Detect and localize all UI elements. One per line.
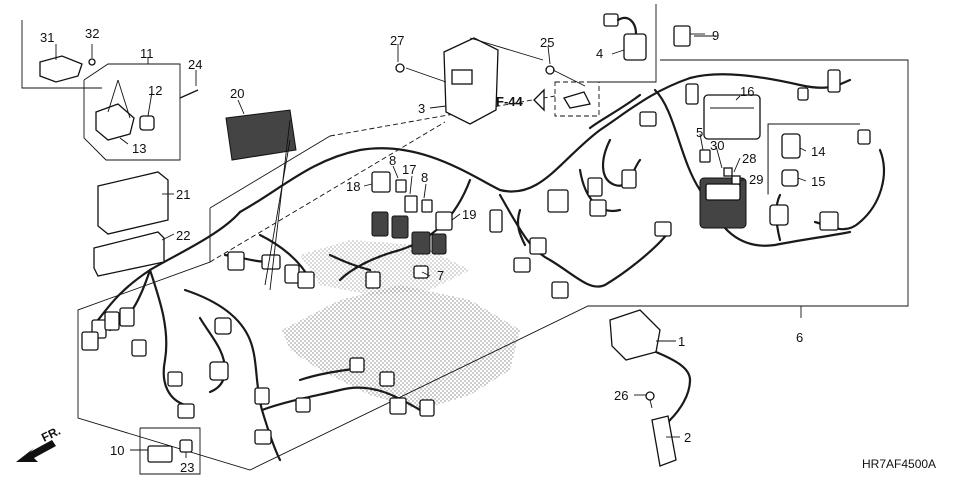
callout-4: 4 — [596, 46, 603, 61]
callout-14: 14 — [811, 144, 825, 159]
callout-15: 15 — [811, 174, 825, 189]
callout-labels: 31 32 11 12 13 24 20 21 22 27 3 25 4 9 1… — [40, 26, 825, 475]
callout-24: 24 — [188, 57, 202, 72]
callout-23: 23 — [180, 460, 194, 475]
fuse-box-parts — [699, 94, 860, 229]
reference-label: F-44 — [496, 94, 524, 109]
leader-lines — [55, 35, 807, 458]
callout-28: 28 — [742, 151, 756, 166]
callout-13: 13 — [132, 141, 146, 156]
callout-30: 30 — [710, 138, 724, 153]
callout-5: 5 — [696, 125, 703, 140]
main-wire-harness — [96, 73, 885, 462]
callout-3: 3 — [418, 101, 425, 116]
callout-21: 21 — [176, 187, 190, 202]
callout-16: 16 — [740, 84, 754, 99]
callout-9: 9 — [712, 28, 719, 43]
harness-group-outline — [77, 59, 909, 471]
callout-2: 2 — [684, 430, 691, 445]
ecm-unit — [395, 37, 544, 125]
callout-19: 19 — [462, 207, 476, 222]
callout-8-upper: 8 — [389, 153, 396, 168]
frame-silhouette — [282, 240, 520, 410]
upper-left-parts — [21, 20, 199, 161]
harness-connectors — [81, 69, 871, 445]
callout-27: 27 — [390, 33, 404, 48]
top-right-parts — [590, 4, 705, 83]
ignition-coil-parts — [609, 309, 692, 467]
callout-22: 22 — [176, 228, 190, 243]
callout-20: 20 — [230, 86, 244, 101]
front-direction-arrow — [16, 440, 56, 462]
callout-25: 25 — [540, 35, 554, 50]
bottom-left-parts — [139, 427, 201, 475]
callout-12: 12 — [148, 83, 162, 98]
reference-box — [533, 65, 600, 117]
callout-26: 26 — [614, 388, 628, 403]
callout-6: 6 — [796, 330, 803, 345]
callout-17: 17 — [402, 162, 416, 177]
callout-7: 7 — [437, 268, 444, 283]
diagram-code: HR7AF4500A — [862, 457, 936, 471]
ecu-bracket-battery — [93, 109, 297, 291]
callout-1: 1 — [678, 334, 685, 349]
callout-10: 10 — [110, 443, 124, 458]
relay-cluster — [371, 171, 453, 279]
callout-32: 32 — [85, 26, 99, 41]
callout-8-lower: 8 — [421, 170, 428, 185]
callout-18: 18 — [346, 179, 360, 194]
callout-31: 31 — [40, 30, 54, 45]
callout-29: 29 — [749, 172, 763, 187]
direction-label: FR. — [39, 424, 63, 445]
callout-11: 11 — [140, 46, 154, 61]
